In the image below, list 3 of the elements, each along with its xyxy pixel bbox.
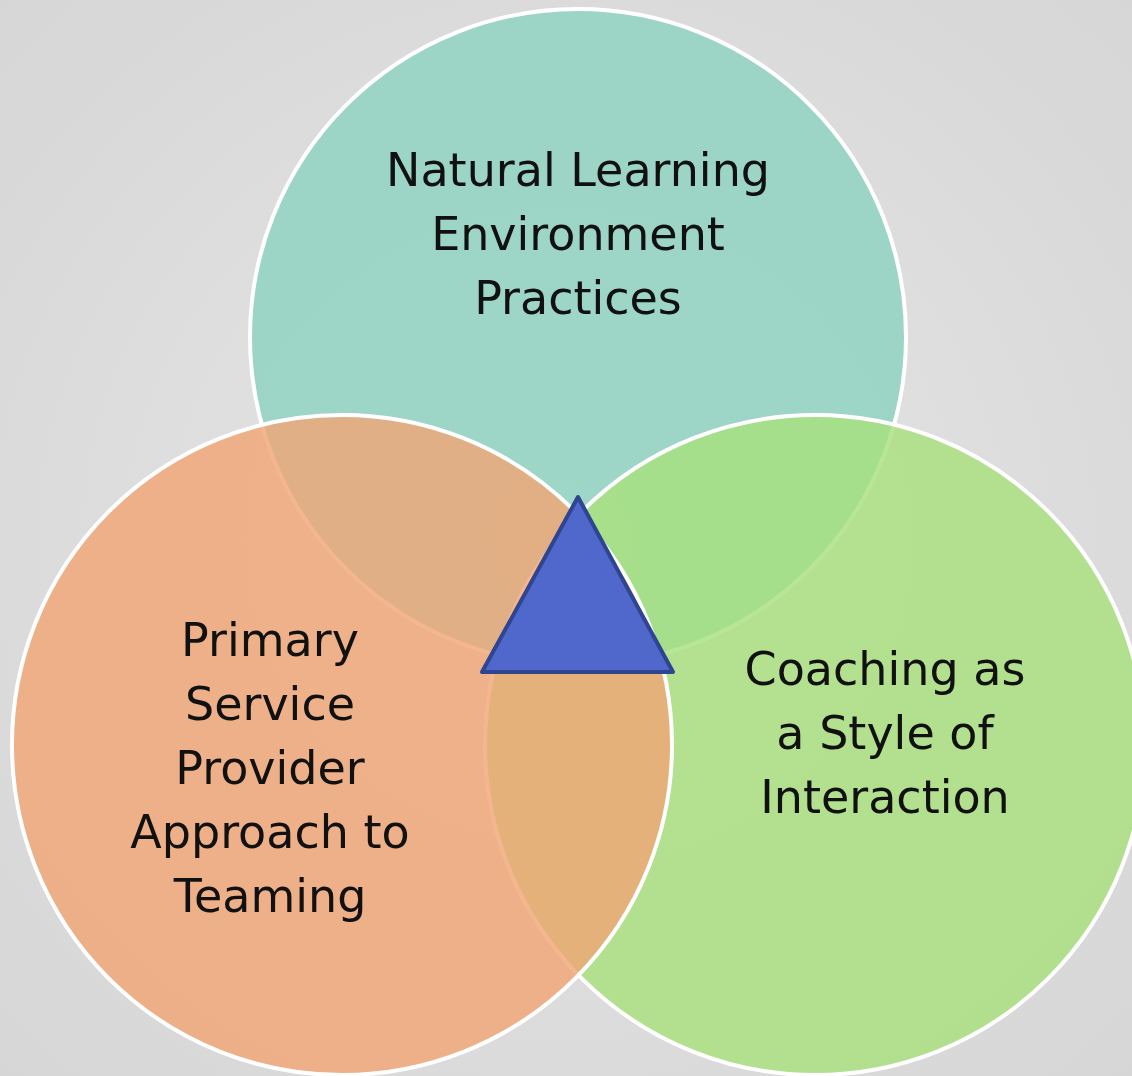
circle-label: Primary Service Provider Approach to Teaming — [129, 612, 411, 925]
circle-label: Coaching as a Style of Interaction — [743, 641, 1027, 826]
circle-label: Natural Learning Environment Practices — [385, 142, 771, 327]
